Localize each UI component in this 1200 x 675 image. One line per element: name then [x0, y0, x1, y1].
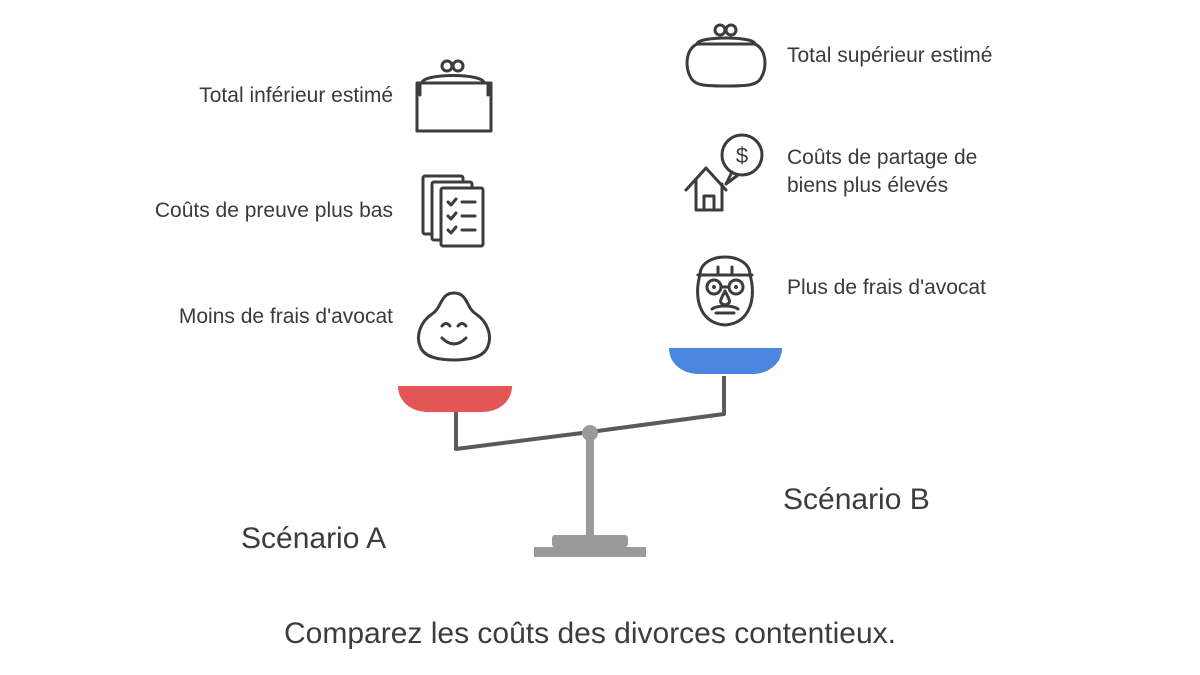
- scale-pivot: [582, 425, 598, 441]
- right-label-partage-line1: Coûts de partage de: [787, 146, 978, 169]
- documents-checklist-icon: [421, 174, 485, 248]
- right-label-partage: Coûts de partage de biens plus élevés: [787, 144, 977, 200]
- svg-text:$: $: [736, 143, 748, 168]
- scenario-a-label: Scénario A: [241, 522, 387, 555]
- scale-pole: [586, 434, 594, 537]
- left-label-avocat: Moins de frais d'avocat: [178, 305, 393, 328]
- left-label-total: Total inférieur estimé: [199, 84, 393, 107]
- scale-base: [534, 547, 646, 557]
- disguise-face-icon: [696, 255, 754, 327]
- right-label-avocat: Plus de frais d'avocat: [787, 276, 986, 299]
- left-pan: [398, 386, 512, 412]
- right-label-total: Total supérieur estimé: [787, 44, 993, 67]
- right-label-partage-line2: biens plus élevés: [787, 174, 949, 197]
- coin-purse-box-icon: [415, 59, 493, 133]
- left-label-preuve: Coûts de preuve plus bas: [154, 199, 393, 222]
- smiling-drop-icon: [417, 291, 491, 362]
- right-pan: [669, 348, 782, 374]
- scenario-b-label: Scénario B: [783, 483, 930, 516]
- caption: Comparez les coûts des divorces contenti…: [284, 617, 896, 650]
- coin-purse-icon: [685, 23, 767, 88]
- house-dollar-icon: $: [684, 133, 764, 212]
- scale-base-top: [552, 535, 628, 547]
